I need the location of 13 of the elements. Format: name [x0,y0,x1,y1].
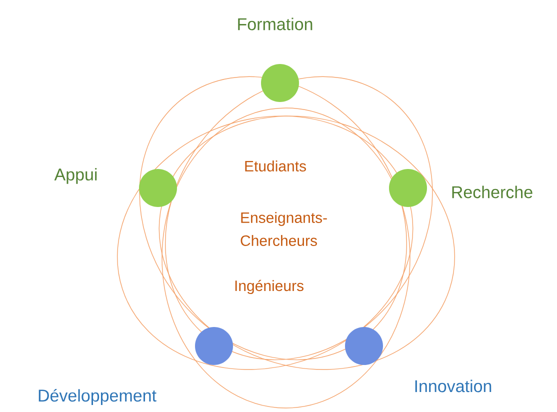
circle-marker [345,326,383,365]
circle-marker [195,326,233,365]
node-caption: Formation [238,18,312,30]
circle-marker [389,169,427,207]
node-caption: Appui [54,168,97,184]
node-caption: Développement [38,388,156,405]
center-label: Enseignants-Chercheurs [240,212,327,246]
center-label: Ingénieurs [235,280,304,294]
center-label: Etudiants [245,160,306,172]
circle-marker [261,64,299,102]
node-caption: Recherche [452,186,532,198]
circle-marker [139,169,177,207]
node-caption: Innovation [415,380,492,392]
